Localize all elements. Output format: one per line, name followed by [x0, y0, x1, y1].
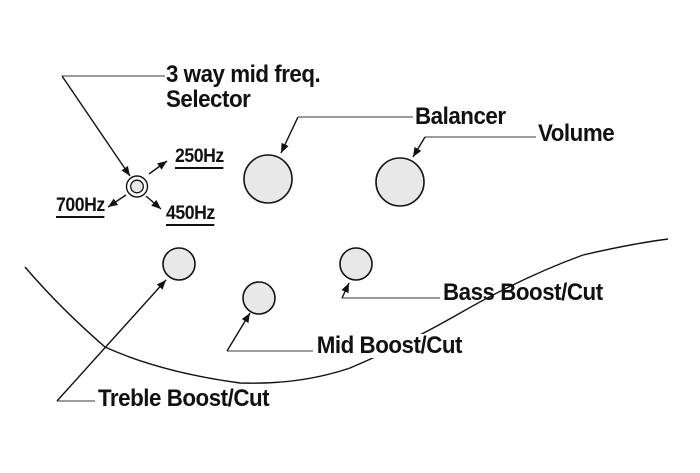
mid-leader-arrow: [226, 312, 251, 352]
balancer-label: Balancer: [415, 103, 506, 130]
volume-knob: [375, 157, 425, 207]
treble-leader-arrow: [56, 279, 167, 402]
bass-leader-arrow: [341, 282, 350, 299]
volume-leader-arrow: [412, 136, 426, 158]
treble-boost-cut-label: Treble Boost/Cut: [98, 385, 270, 412]
mid-knob: [242, 281, 276, 315]
freq-250-label: 250Hz: [175, 146, 224, 169]
freq-250-arrow: [148, 160, 168, 175]
mid-freq-selector-label-line2: Selector: [166, 86, 251, 113]
mid-freq-selector-label: 3 way mid freq. Selector: [166, 61, 321, 113]
mid-freq-selector-label-line1: 3 way mid freq.: [166, 61, 321, 88]
treble-knob: [162, 247, 196, 281]
volume-label: Volume: [538, 120, 615, 147]
mid-boost-cut-label: Mid Boost/Cut: [314, 334, 465, 358]
bass-boost-cut-label: Bass Boost/Cut: [443, 279, 603, 306]
freq-450-label: 450Hz: [166, 203, 215, 226]
freq-450-arrow: [145, 195, 162, 210]
freq-700-arrow: [107, 194, 127, 208]
balancer-leader-arrow: [280, 116, 299, 154]
selector-leader-arrow: [61, 75, 131, 177]
bass-knob: [339, 247, 373, 281]
freq-700-label: 700Hz: [56, 195, 105, 218]
balancer-knob: [243, 154, 293, 204]
mid-freq-selector-knob-inner: [130, 179, 144, 194]
